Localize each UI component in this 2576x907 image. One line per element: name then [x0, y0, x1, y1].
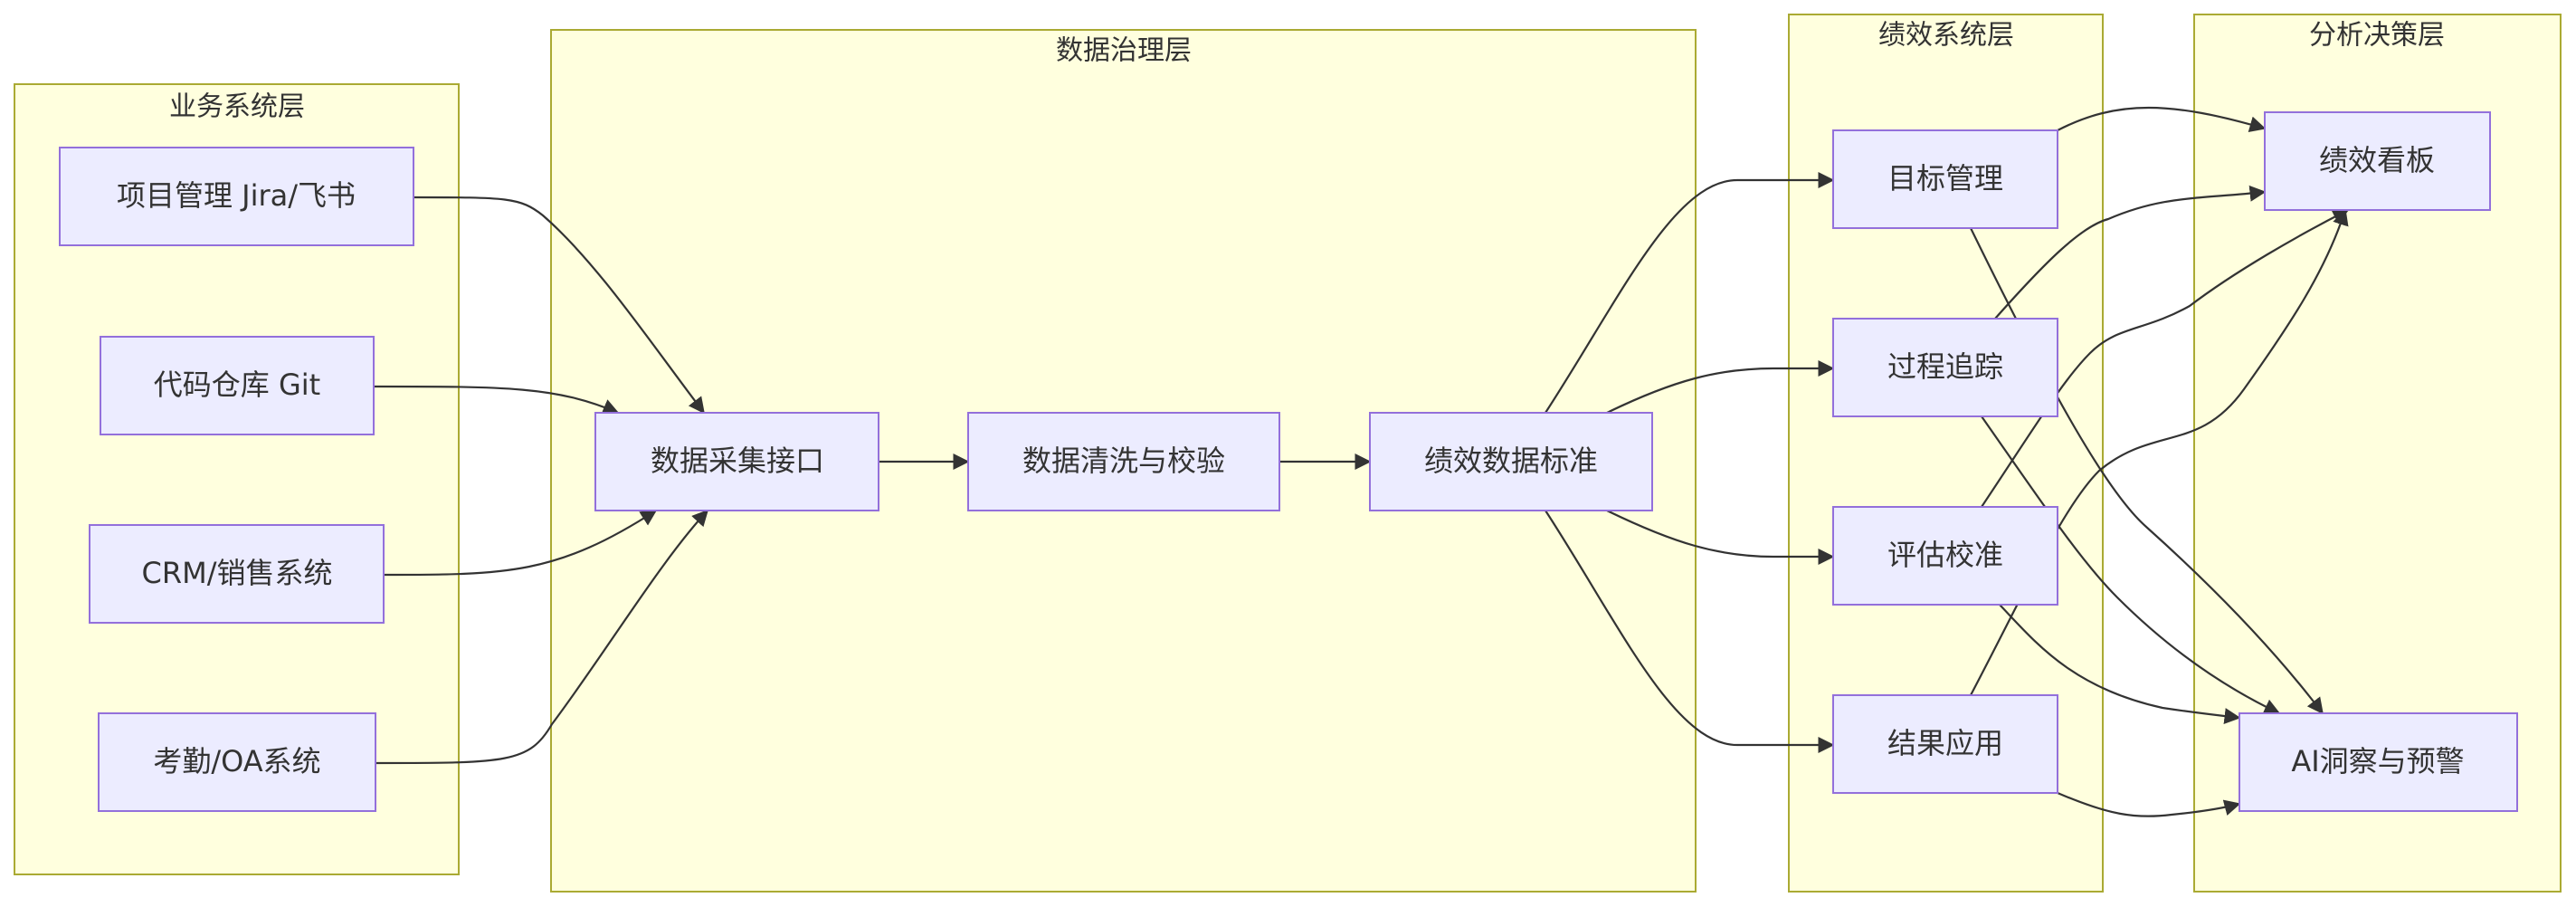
node-jira-label: 项目管理 Jira/飞书 [117, 178, 356, 213]
node-goal[interactable]: 目标管理 [1832, 129, 2058, 229]
edge-assess-to-ai [1999, 604, 2241, 724]
edge-goal-to-board [2057, 106, 2267, 133]
node-collect-label: 数据采集接口 [651, 444, 824, 478]
cluster-governance-label: 数据治理层 [1056, 35, 1192, 67]
edge-git-to-collect [373, 385, 620, 415]
node-jira[interactable]: 项目管理 Jira/飞书 [59, 147, 414, 246]
node-apply-label: 结果应用 [1887, 726, 2003, 760]
edge-jira-to-collect [413, 196, 705, 415]
node-ai-label: AI洞察与预警 [2291, 744, 2464, 778]
node-board[interactable]: 绩效看板 [2264, 111, 2491, 211]
edge-oa-to-collect [375, 509, 709, 765]
node-git[interactable]: 代码仓库 Git [100, 336, 375, 435]
node-apply[interactable]: 结果应用 [1832, 694, 2058, 794]
edge-apply-to-ai [2057, 791, 2241, 817]
edge-standard-to-apply [1545, 510, 1835, 753]
edge-standard-to-assess [1606, 510, 1835, 565]
cluster-business-label: 业务系统层 [169, 91, 305, 123]
node-oa[interactable]: 考勤/OA系统 [98, 712, 376, 812]
edge-standard-to-goal [1545, 172, 1835, 414]
edge-crm-to-collect [383, 510, 658, 577]
node-assess-label: 评估校准 [1887, 538, 2003, 572]
node-ai[interactable]: AI洞察与预警 [2239, 712, 2518, 812]
cluster-analysis-label: 分析决策层 [2309, 20, 2445, 52]
node-track-label: 过程追踪 [1887, 349, 2003, 384]
edges-layer [373, 106, 2350, 817]
node-standard[interactable]: 绩效数据标准 [1369, 412, 1653, 511]
node-clean[interactable]: 数据清洗与校验 [967, 412, 1280, 511]
edge-track-to-ai [1981, 415, 2281, 715]
cluster-performance-label: 绩效系统层 [1878, 20, 2014, 52]
node-goal-label: 目标管理 [1887, 161, 2003, 196]
node-board-label: 绩效看板 [2319, 143, 2435, 177]
node-oa-label: 考勤/OA系统 [153, 744, 320, 778]
node-crm[interactable]: CRM/销售系统 [89, 524, 385, 624]
node-track[interactable]: 过程追踪 [1832, 318, 2058, 417]
node-assess[interactable]: 评估校准 [1832, 506, 2058, 606]
edge-standard-to-track [1606, 360, 1835, 414]
node-collect[interactable]: 数据采集接口 [594, 412, 879, 511]
edge-track-to-board [1994, 185, 2267, 320]
node-standard-label: 绩效数据标准 [1424, 444, 1598, 478]
node-clean-label: 数据清洗与校验 [1022, 444, 1225, 478]
node-git-label: 代码仓库 Git [154, 368, 320, 402]
node-crm-label: CRM/销售系统 [142, 556, 333, 590]
